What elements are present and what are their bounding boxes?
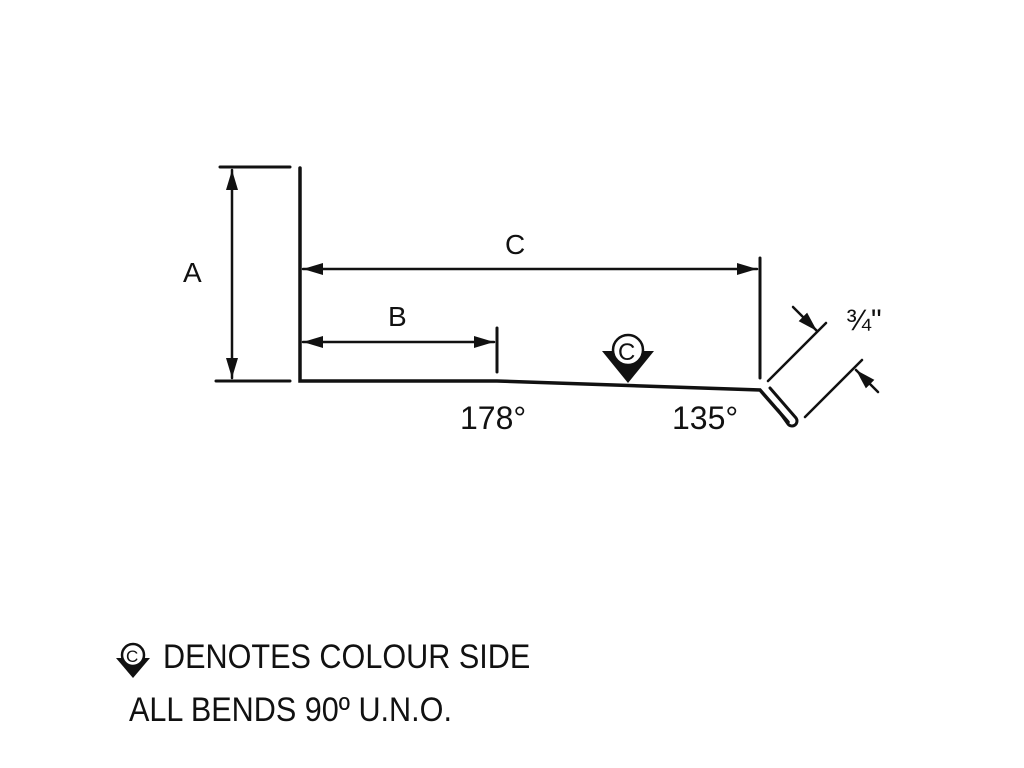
dimension-b-label: B bbox=[388, 301, 407, 332]
legend-bends-note: ALL BENDS 90º U.N.O. bbox=[129, 691, 452, 729]
dimension-a-label: A bbox=[183, 257, 202, 288]
dimension-b: B bbox=[301, 301, 499, 374]
dimension-a: A bbox=[183, 165, 292, 383]
hem-dimension: ¾" bbox=[766, 304, 882, 419]
angle-135-label: 135° bbox=[672, 400, 738, 436]
angle-178-label: 178° bbox=[460, 400, 526, 436]
legend-colour-side: DENOTES COLOUR SIDE bbox=[163, 638, 531, 676]
flashing-profile bbox=[298, 166, 790, 424]
hem-fold bbox=[768, 386, 799, 428]
svg-text:C: C bbox=[618, 339, 635, 366]
dimension-c: C bbox=[301, 229, 762, 380]
hem-size-label: ¾" bbox=[846, 304, 882, 337]
legend-colour-side-icon: C bbox=[116, 642, 150, 678]
svg-text:C: C bbox=[126, 647, 138, 666]
colour-side-icon: C bbox=[602, 333, 654, 383]
dimension-c-label: C bbox=[505, 229, 525, 260]
